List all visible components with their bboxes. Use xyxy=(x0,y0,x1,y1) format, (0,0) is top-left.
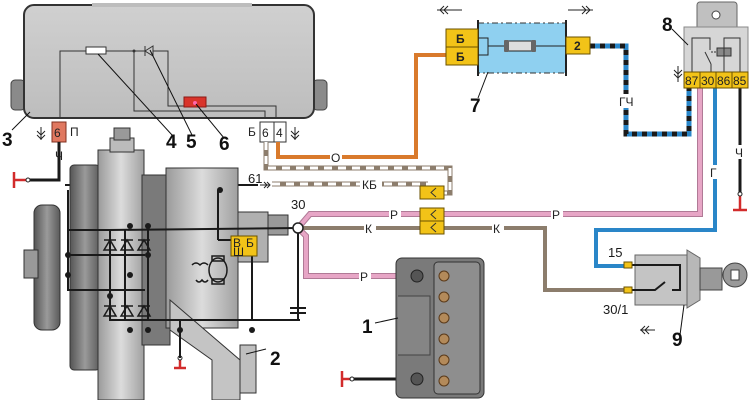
callout-3: 3 xyxy=(2,130,13,151)
cluster-connector-left: 6 П xyxy=(51,121,79,143)
regulator-pin-b: Б xyxy=(246,236,254,250)
battery xyxy=(374,257,485,399)
wire-label-o: О xyxy=(331,151,340,165)
wire-pink-relay xyxy=(295,78,703,230)
wire-label-r1: Р xyxy=(390,208,398,222)
instrument-cluster xyxy=(10,3,328,139)
regulator-pin-sh: Ш xyxy=(233,245,244,259)
terminal-30-label: 30 xyxy=(291,197,305,212)
wire-label-r3: Р xyxy=(360,270,368,284)
relay-pin-86: 86 xyxy=(717,74,731,88)
rectifier-diodes-icon xyxy=(102,238,152,317)
wire-orange xyxy=(276,53,446,159)
resistor-icon xyxy=(85,46,107,55)
callout-6: 6 xyxy=(219,134,230,155)
callout-7: 7 xyxy=(470,96,481,117)
wires xyxy=(28,43,742,381)
fuse-block: Б Б 2 xyxy=(445,20,591,99)
wire-label-kb: КБ xyxy=(362,178,377,192)
cluster-pin-label-b: Б xyxy=(248,125,256,139)
callout-8: 8 xyxy=(662,15,673,36)
wire-label-ch-relay: Ч xyxy=(735,146,743,160)
field-winding-icon xyxy=(191,255,228,285)
cluster-connector-right: Б 6 4 xyxy=(248,121,287,143)
key-icon xyxy=(699,262,748,291)
terminal-15-label: 15 xyxy=(608,245,622,260)
fuse-icon xyxy=(504,40,536,52)
relay-pin-85: 85 xyxy=(733,74,747,88)
wire-label-k1: К xyxy=(365,222,372,236)
fuse-pin-2: 2 xyxy=(574,39,581,53)
relay-pins: 87 30 86 85 xyxy=(683,71,749,89)
capacitor-icon xyxy=(290,307,306,314)
wire-ch-cluster xyxy=(28,142,61,182)
regulator-pin-v: В xyxy=(233,236,241,250)
callout-1: 1 xyxy=(362,317,373,338)
fuse-pin-b2: Б xyxy=(456,50,465,64)
terminal-61-label: 61 xyxy=(248,171,262,186)
wire-pink-battery xyxy=(295,225,410,279)
callout-4: 4 xyxy=(166,132,177,153)
wire-label-ch-cluster: Ч xyxy=(55,149,63,163)
relay-pin-30: 30 xyxy=(701,74,715,88)
wire-label-k2: К xyxy=(493,222,500,236)
wire-gch xyxy=(590,43,692,137)
wire-blue-g xyxy=(594,78,717,268)
connector-arrow-icons xyxy=(36,5,683,335)
generator: В Б Ш xyxy=(23,127,306,400)
relay-pin-87: 87 xyxy=(685,74,699,88)
fuse-pin-b1: Б xyxy=(456,32,465,46)
callout-9: 9 xyxy=(672,330,683,351)
wire-label-r2: Р xyxy=(552,208,560,222)
inline-connectors xyxy=(419,185,445,235)
callout-2: 2 xyxy=(270,349,281,370)
wire-labels: О КБ Р Р Р К К ГЧ Г Ч Ч xyxy=(55,94,746,284)
cluster-pin-label-p: П xyxy=(70,125,79,139)
relay: 87 30 86 85 xyxy=(671,1,749,89)
terminal-30 xyxy=(292,222,304,234)
ground-icons xyxy=(12,172,747,387)
wire-label-gch: ГЧ xyxy=(619,95,634,109)
callout-5: 5 xyxy=(186,132,197,153)
cluster-pin-6: 6 xyxy=(54,126,61,140)
ignition-switch xyxy=(623,249,748,336)
battery-cells xyxy=(438,270,450,387)
terminal-30-1-label: 30/1 xyxy=(603,302,628,317)
cluster-pin-4: 4 xyxy=(276,126,283,140)
wire-label-g: Г xyxy=(710,166,717,180)
cluster-pin-6b: 6 xyxy=(262,126,269,140)
